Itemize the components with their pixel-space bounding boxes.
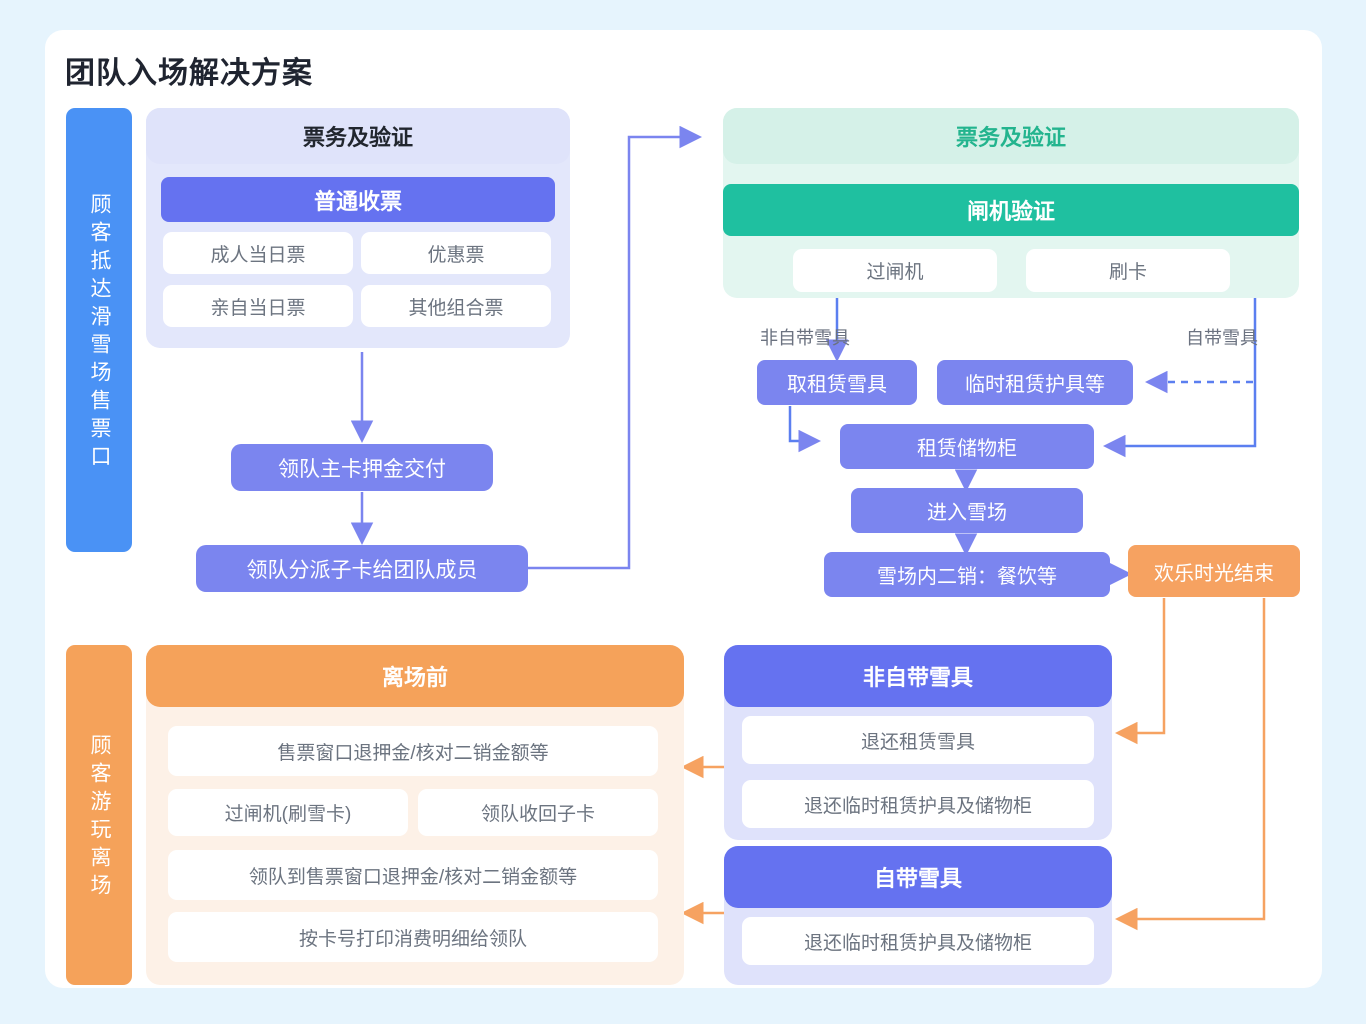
leave-item-refund-deposit[interactable]: 售票窗口退押金/核对二销金额等: [168, 726, 658, 776]
return-item-temp-gear-locker-2[interactable]: 退还临时租赁护具及储物柜: [742, 917, 1094, 965]
node-secondary-sales[interactable]: 雪场内二销：餐饮等: [824, 552, 1110, 597]
ticketing-group-header: 票务及验证: [146, 108, 570, 164]
leave-item-print-statement[interactable]: 按卡号打印消费明细给领队: [168, 912, 658, 962]
node-rental-locker[interactable]: 租赁储物柜: [840, 424, 1094, 469]
lane-label-arrival: 顾客抵达滑雪场售票口: [66, 108, 132, 552]
edge-label-self-equipment: 自带雪具: [1186, 328, 1258, 348]
node-leader-assign-cards[interactable]: 领队分派子卡给团队成员: [196, 545, 528, 592]
ticket-chip-family-day[interactable]: 亲自当日票: [163, 285, 353, 327]
return-item-rental-equipment[interactable]: 退还租赁雪具: [742, 716, 1094, 764]
return-group-non-self-header: 非自带雪具: [724, 645, 1112, 707]
ticket-chip-discount[interactable]: 优惠票: [361, 232, 551, 274]
ticket-chip-other-combo[interactable]: 其他组合票: [361, 285, 551, 327]
node-temp-rental-gear[interactable]: 临时租赁护具等: [937, 360, 1133, 405]
return-item-temp-gear-locker-1[interactable]: 退还临时租赁护具及储物柜: [742, 780, 1094, 828]
leave-item-leader-collect-cards[interactable]: 领队收回子卡: [418, 789, 658, 836]
lane-label-departure: 顾客游玩离场: [66, 645, 132, 985]
return-group-self-header: 自带雪具: [724, 846, 1112, 908]
page-title: 团队入场解决方案: [65, 57, 313, 90]
before-leaving-header: 离场前: [146, 645, 684, 707]
gate-chip-turnstile[interactable]: 过闸机: [793, 249, 997, 292]
gate-chip-swipe-card[interactable]: 刷卡: [1026, 249, 1230, 292]
gate-group-header: 票务及验证: [723, 108, 1299, 164]
gate-subheader[interactable]: 闸机验证: [723, 184, 1299, 236]
node-leader-deposit[interactable]: 领队主卡押金交付: [231, 444, 493, 491]
edge-label-non-self-equipment: 非自带雪具: [760, 328, 850, 348]
ticket-chip-adult-day[interactable]: 成人当日票: [163, 232, 353, 274]
node-take-rental-equipment[interactable]: 取租赁雪具: [757, 360, 917, 405]
node-happy-time-end[interactable]: 欢乐时光结束: [1128, 545, 1300, 597]
ticketing-subheader[interactable]: 普通收票: [161, 177, 555, 222]
leave-item-turnstile-card[interactable]: 过闸机(刷雪卡): [168, 789, 408, 836]
node-enter-ski-area[interactable]: 进入雪场: [851, 488, 1083, 533]
leave-item-leader-refund-deposit[interactable]: 领队到售票窗口退押金/核对二销金额等: [168, 850, 658, 900]
